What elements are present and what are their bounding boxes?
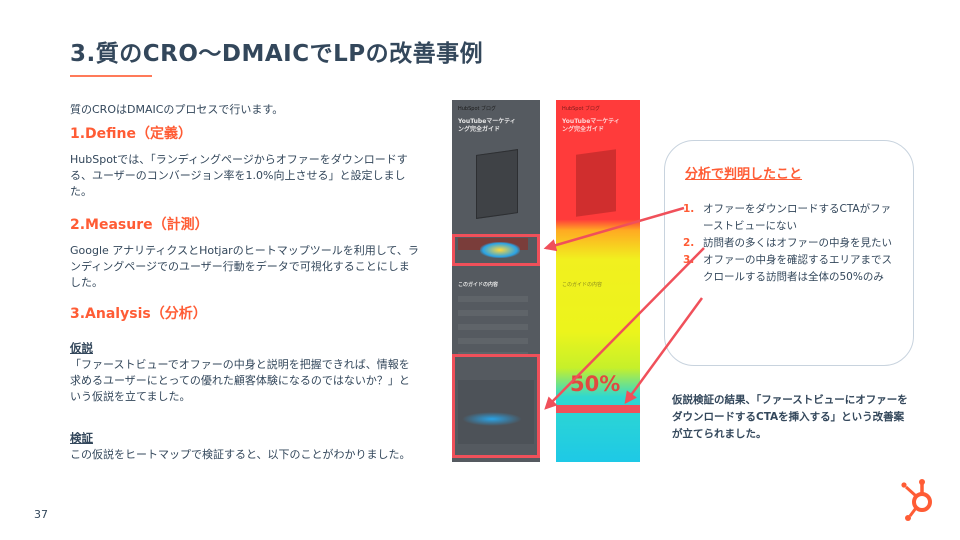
toc-list-placeholder: [458, 296, 528, 354]
findings-panel: 分析で判明したこと 1. オファーをダウンロードするCTAがファーストビューにな…: [664, 140, 914, 366]
conclusion-text: 仮説検証の結果、「ファーストビューにオファーをダウンロードするCTAを挿入する」…: [672, 394, 908, 440]
measure-body: Google アナリティクスとHotjarのヒートマップツールを利用して、ランデ…: [70, 244, 419, 289]
finding-text: 訪問者の多くはオファーの中身を見たい: [703, 237, 892, 249]
page-number: 37: [34, 508, 48, 521]
finding-item: 2. 訪問者の多くはオファーの中身を見たい: [683, 235, 893, 252]
lp-title: YouTubeマーケティング完全ガイド: [562, 118, 620, 133]
finding-item: 3. オファーの中身を確認するエリアまでスクロールする訪問者は全体の50%のみ: [683, 252, 893, 286]
click-heatmap-screenshot: HubSpot ブログ YouTubeマーケティング完全ガイド このガイドの内容: [452, 100, 540, 462]
scroll-percent-label: 50%: [570, 372, 621, 396]
verification-label: 検証: [70, 431, 93, 445]
fold-line-50: [556, 405, 640, 413]
hypothesis-body: 「ファーストビューでオファーの中身と説明を把握できれば、情報を求めるユーザーにと…: [70, 358, 410, 403]
hypothesis-label: 仮説: [70, 341, 93, 355]
lp-brand-label: HubSpot ブログ: [458, 106, 497, 112]
lp-title: YouTubeマーケティング完全ガイド: [458, 118, 516, 133]
finding-text: オファーをダウンロードするCTAがファーストビューにない: [703, 203, 892, 232]
toc-heading: このガイドの内容: [458, 282, 499, 288]
highlight-box-cta: [452, 234, 540, 266]
highlight-box-offer: [452, 354, 540, 458]
slide-title: 3.質のCRO〜DMAICでLPの改善事例: [70, 41, 484, 67]
define-heading: 1.Define（定義）: [70, 126, 193, 142]
findings-title: 分析で判明したこと: [685, 167, 803, 182]
measure-heading: 2.Measure（計測）: [70, 217, 209, 233]
toc-heading: このガイドの内容: [562, 282, 603, 288]
finding-number: 2.: [683, 237, 695, 249]
ebook-cover-image: [576, 149, 616, 217]
define-body: HubSpotでは、「ランディングページからオファーをダウンロードする、ユーザー…: [70, 153, 408, 198]
click-hotspot: [462, 412, 522, 426]
hubspot-sprocket-icon: [901, 479, 932, 521]
finding-number: 1.: [683, 203, 695, 215]
findings-list: 1. オファーをダウンロードするCTAがファーストビューにない 2. 訪問者の多…: [683, 201, 893, 286]
finding-number: 3.: [683, 254, 695, 266]
finding-item: 1. オファーをダウンロードするCTAがファーストビューにない: [683, 201, 893, 235]
lp-brand-label: HubSpot ブログ: [562, 106, 601, 112]
analysis-heading: 3.Analysis（分析）: [70, 306, 207, 322]
ebook-cover-image: [476, 149, 518, 219]
intro-text: 質のCROはDMAICのプロセスで行います。: [70, 103, 284, 116]
verification-body: この仮説をヒートマップで検証すると、以下のことがわかりました。: [70, 448, 411, 461]
finding-text: オファーの中身を確認するエリアまでスクロールする訪問者は全体の50%のみ: [703, 254, 892, 283]
click-hotspot: [480, 242, 520, 258]
title-underline: [70, 75, 152, 77]
